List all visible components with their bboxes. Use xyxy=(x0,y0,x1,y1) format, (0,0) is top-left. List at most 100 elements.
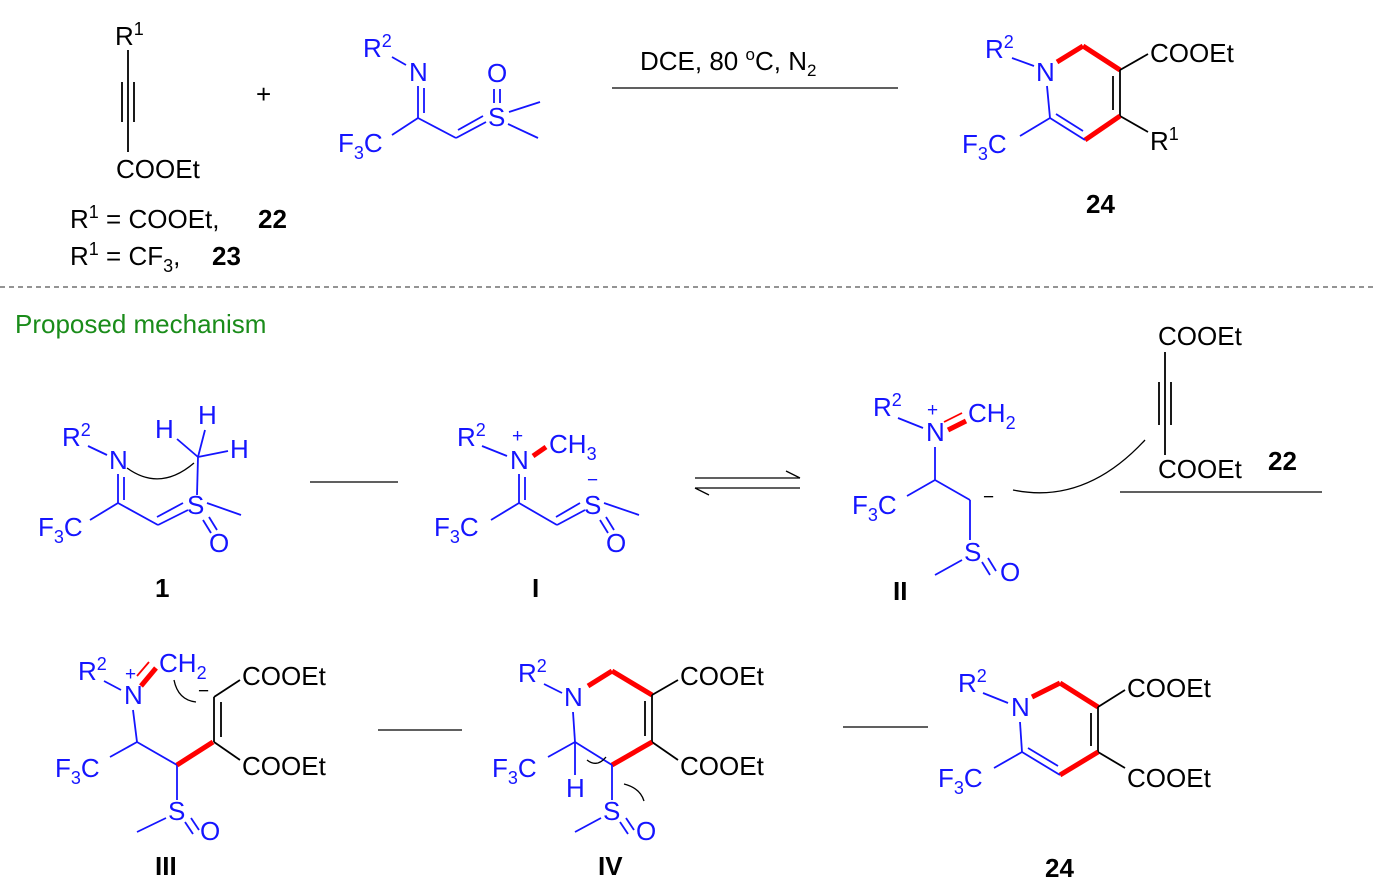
cf3-label: F3C xyxy=(492,753,537,788)
cf3-label: F3C xyxy=(55,753,100,788)
bond xyxy=(208,516,218,531)
cf3-label: F3C xyxy=(434,512,479,547)
alkyne-22: COOEt COOEt 22 xyxy=(1158,321,1297,484)
bond xyxy=(1119,53,1149,71)
bond xyxy=(481,445,508,457)
bond xyxy=(1097,751,1126,769)
bond xyxy=(202,519,212,534)
s-atom: S xyxy=(168,796,185,826)
bond xyxy=(156,502,184,518)
cf3-label: F3C xyxy=(38,512,83,547)
r1-label: R1 xyxy=(1150,124,1179,156)
bond xyxy=(897,417,924,429)
r2-label: R2 xyxy=(873,390,902,422)
bond xyxy=(103,680,122,691)
ester-label: COOEt xyxy=(1150,38,1235,68)
bond xyxy=(391,117,419,136)
bond xyxy=(625,817,635,831)
o-atom: O xyxy=(200,816,220,846)
r2-label: R2 xyxy=(457,420,486,452)
r1-label: R1 xyxy=(115,19,144,51)
bond xyxy=(1097,689,1126,708)
bond xyxy=(993,751,1023,769)
intermediate-I: R2 N + CH3 F3C S − O I xyxy=(434,420,640,603)
compound-number-22: 22 xyxy=(258,204,287,234)
n-atom: N xyxy=(409,57,428,87)
bond xyxy=(89,502,119,521)
ester-label-top: COOEt xyxy=(1158,321,1243,351)
bond xyxy=(556,509,586,526)
bond xyxy=(490,502,520,521)
bond xyxy=(982,692,1009,704)
s-atom: S xyxy=(603,796,620,826)
bond xyxy=(417,117,457,139)
compound-number-23: 23 xyxy=(212,241,241,271)
ch3-label: CH3 xyxy=(549,429,597,464)
bond xyxy=(109,741,138,758)
ester-label-top: COOEt xyxy=(242,661,327,691)
r1-definition-23: R1 = CF3, xyxy=(70,239,180,276)
electron-push-arrow xyxy=(173,679,197,703)
bond xyxy=(1019,721,1023,753)
n-atom: N xyxy=(1011,692,1030,722)
compound-number: II xyxy=(893,576,907,606)
bond xyxy=(507,123,539,139)
bond xyxy=(651,741,679,761)
bond xyxy=(1046,85,1051,119)
bond xyxy=(184,821,194,835)
n-atom: N xyxy=(109,445,128,475)
bond xyxy=(572,711,576,743)
bond xyxy=(197,429,206,458)
o-atom: O xyxy=(636,816,656,846)
product-24-mechanism: R2 N COOEt COOEt F3C 24 xyxy=(938,666,1212,883)
s-atom: S xyxy=(584,490,601,520)
bond xyxy=(391,56,407,66)
new-bond xyxy=(1058,680,1100,710)
electron-push-arrow xyxy=(623,783,645,802)
bond xyxy=(457,115,484,131)
positive-charge: + xyxy=(125,664,136,685)
h-atom: H xyxy=(198,400,217,430)
bond xyxy=(1011,57,1035,67)
bond xyxy=(1055,113,1084,132)
bond xyxy=(196,456,199,496)
r2-label: R2 xyxy=(985,32,1014,64)
intermediate-II: R2 N + CH2 F3C − S O II xyxy=(852,390,1146,606)
bond xyxy=(197,450,229,458)
bond xyxy=(906,479,936,497)
new-bond xyxy=(175,739,215,768)
new-bond xyxy=(1055,43,1085,65)
new-bond xyxy=(139,666,158,688)
equilibrium-arrows xyxy=(694,470,801,496)
electron-push-arrow xyxy=(586,756,607,764)
negative-charge: − xyxy=(983,487,994,508)
s-atom: S xyxy=(488,102,505,132)
r2-label: R2 xyxy=(78,654,107,686)
cf3-label: F3C xyxy=(962,129,1007,164)
ch2-label: CH2 xyxy=(968,398,1016,433)
new-bond xyxy=(531,444,548,459)
bond xyxy=(651,679,679,696)
bond xyxy=(136,741,178,766)
plus-sign: + xyxy=(256,79,271,109)
ester-label-bottom: COOEt xyxy=(1127,763,1212,793)
bond xyxy=(943,412,963,423)
ester-label-bottom: COOEt xyxy=(680,751,765,781)
bond xyxy=(176,438,199,458)
bond xyxy=(136,661,150,677)
bond xyxy=(605,516,615,531)
mechanism-title: Proposed mechanism xyxy=(15,309,266,339)
bond xyxy=(1119,115,1149,133)
new-bond xyxy=(946,418,968,433)
bond xyxy=(555,502,581,518)
ester-label-top: COOEt xyxy=(1127,673,1212,703)
ch2-label: CH2 xyxy=(159,648,207,683)
bond xyxy=(934,479,971,501)
negative-charge: − xyxy=(198,681,209,702)
bond xyxy=(508,101,541,113)
alkyne-reactant: R1 COOEt R1 = COOEt, 22 R1 = CF3, 23 xyxy=(70,19,287,276)
bond xyxy=(117,502,159,526)
new-bond xyxy=(1081,43,1122,73)
bond xyxy=(547,741,576,758)
